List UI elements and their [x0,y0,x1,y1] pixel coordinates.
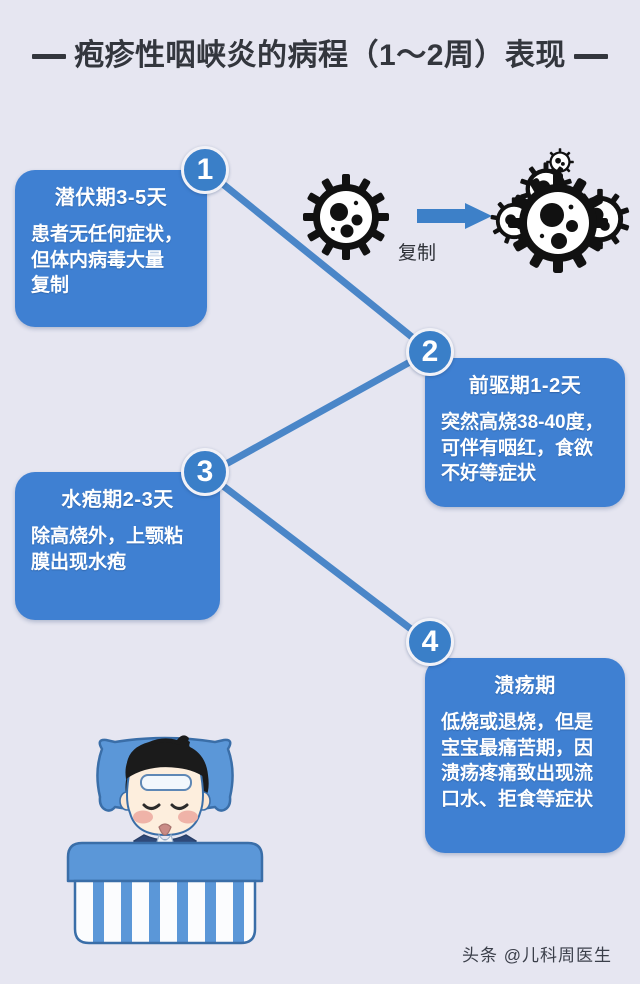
stage-number-badge-3: 3 [181,448,229,496]
stage-number-badge-4: 4 [406,618,454,666]
stage-4-body: 低烧或退烧，但是 宝宝最痛苦期，因 溃疡疼痛致出现流 口水、拒食等症状 [441,710,609,813]
replication-label: 复制 [397,243,436,264]
virus-particle-cluster [490,148,630,273]
virus-replication-illustration [303,148,630,273]
stage-3-body-line-1: 除高烧外，上颚粘 [31,526,184,547]
stage-2-body-line-2: 可伴有咽红，食欲 [441,437,594,459]
stage-2-body-line-3: 不好等症状 [441,463,537,485]
stage-card-4: 溃疡期 低烧或退烧，但是 宝宝最痛苦期，因 溃疡疼痛致出现流 口水、拒食等症状 [425,658,625,853]
stage-card-3: 水疱期2-3天 除高烧外，上颚粘 膜出现水疱 [15,472,220,620]
stage-4-body-line-2: 宝宝最痛苦期，因 [441,737,594,759]
stage-number-badge-1: 1 [181,146,229,194]
stage-number-badge-2: 2 [406,328,454,376]
blanket-top-band [66,841,264,883]
child-blush-right [178,810,198,824]
blanket-outline [73,879,257,945]
stage-2-body-line-1: 突然高烧38-40度， [441,412,604,433]
source-credit: 头条 @儿科周医生 [462,946,612,965]
fever-cooling-patch-icon [140,774,192,791]
child-eye-right-closed [170,803,189,810]
stage-4-body-line-4: 口水、拒食等症状 [441,788,594,810]
connector-3-to-2 [204,348,432,478]
stage-1-title: 潜伏期3-5天 [54,187,168,209]
sick-child-in-bed-illustration [66,735,264,945]
blanket-stripes [75,881,255,943]
title-text: 疱疹性咽峡炎的病程（1～2周）表现 [74,39,566,72]
title-dash-right-icon [573,53,608,59]
stage-1-body-line-3: 复制 [31,275,70,297]
replication-arrow [417,203,492,229]
stage-1-body-line-1: 患者无任何症状， [31,224,184,245]
title-dash-left-icon [32,53,67,59]
page-title: 疱疹性咽峡炎的病程（1～2周）表现 [0,30,640,82]
stage-card-2: 前驱期1-2天 突然高烧38-40度， 可伴有咽红，食欲 不好等症状 [425,358,625,507]
connector-1-to-2 [204,168,432,354]
stage-3-title: 水疱期2-3天 [61,489,174,511]
stage-2-title: 前驱期1-2天 [468,375,582,397]
stage-1-body: 患者无任何症状， 但体内病毒大量 复制 [31,222,191,299]
stage-4-body-line-3: 溃疡疼痛致出现流 [441,763,594,785]
stage-1-body-line-2: 但体内病毒大量 [31,249,165,271]
connector-3-to-4 [206,472,432,646]
virus-particle-single [303,174,389,260]
child-mouth-sad [158,823,172,836]
child-blush-left [133,810,153,824]
stage-4-body-line-1: 低烧或退烧，但是 [441,712,594,733]
stage-card-1: 潜伏期3-5天 患者无任何症状， 但体内病毒大量 复制 [15,170,207,327]
child-eye-left-closed [142,803,161,810]
child-fringe-icon [125,740,208,780]
stage-3-body: 除高烧外，上颚粘 膜出现水疱 [31,524,204,575]
stage-2-body: 突然高烧38-40度， 可伴有咽红，食欲 不好等症状 [441,410,609,487]
stage-4-title: 溃疡期 [494,675,556,697]
stage-3-body-line-2: 膜出现水疱 [31,551,127,573]
